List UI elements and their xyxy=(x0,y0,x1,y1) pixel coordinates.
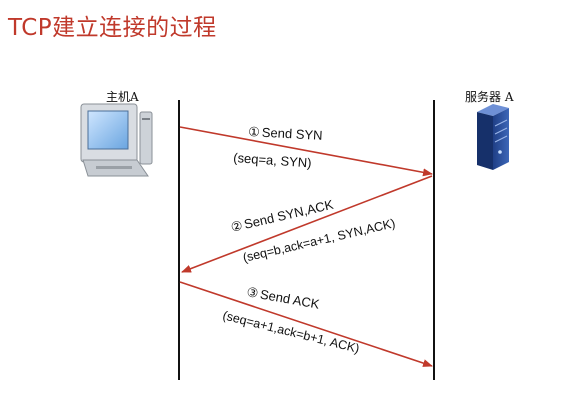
syn-ack-arrow xyxy=(181,175,433,273)
syn-arrow xyxy=(179,126,433,177)
syn-detail: (seq=a, SYN) xyxy=(233,150,312,170)
desktop-computer-icon xyxy=(80,103,153,177)
host-a-label: 主机A xyxy=(106,90,139,104)
ack-detail: (seq=a+1,ack=b+1, ACK) xyxy=(221,308,361,356)
ack-arrow xyxy=(179,281,433,367)
syn-ack-label: ②Send SYN,ACK xyxy=(229,197,335,235)
server-a-label: 服务器 A xyxy=(465,90,514,104)
server-icon xyxy=(477,104,509,170)
syn-label: ①Send SYN xyxy=(248,124,323,143)
page-title: TCP建立连接的过程 xyxy=(8,15,217,41)
